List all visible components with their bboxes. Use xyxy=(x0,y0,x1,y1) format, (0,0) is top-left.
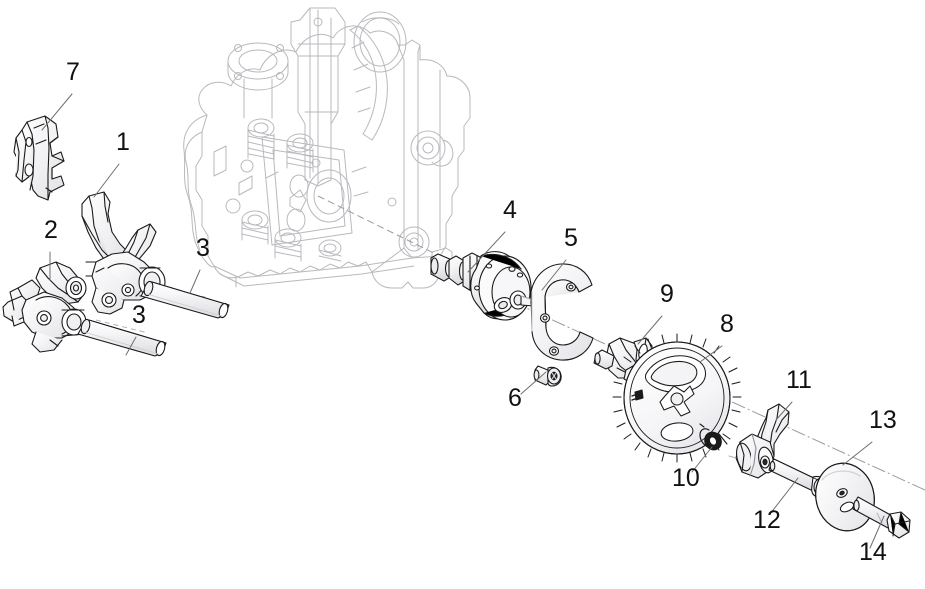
part-7-rocker-arm-bracket[interactable] xyxy=(13,115,65,201)
part-4-camshaft[interactable] xyxy=(430,251,541,321)
part-6-plate-screw[interactable] xyxy=(533,365,562,387)
leader-5 xyxy=(541,259,567,291)
callout-label-7[interactable]: 7 xyxy=(66,58,80,86)
callout-label-4[interactable]: 4 xyxy=(503,196,517,224)
part-2-rocker-arm-exhaust[interactable] xyxy=(2,261,87,353)
callout-label-12[interactable]: 12 xyxy=(753,506,781,534)
callout-label-5[interactable]: 5 xyxy=(564,224,578,252)
leader-lines xyxy=(41,93,885,549)
leader-12 xyxy=(769,477,799,515)
callout-label-2[interactable]: 2 xyxy=(44,216,58,244)
callout-label-1[interactable]: 1 xyxy=(116,128,130,156)
callout-label-6[interactable]: 6 xyxy=(508,384,522,412)
part-14-cover-plate-bolt[interactable] xyxy=(852,496,911,539)
callout-label-3-lower[interactable]: 3 xyxy=(132,301,146,329)
part-13-cover-plate[interactable] xyxy=(809,457,882,537)
leader-4 xyxy=(467,231,506,273)
leader-3b xyxy=(125,336,137,356)
part-10-decompressor-spring[interactable] xyxy=(699,423,728,453)
part-3-support-rod-lower[interactable] xyxy=(77,318,167,357)
ghost-cylinder-head xyxy=(183,7,471,289)
leader-3a xyxy=(189,269,201,294)
leader-1 xyxy=(93,163,120,198)
leader-9 xyxy=(637,315,663,345)
leader-10 xyxy=(691,446,713,473)
leader-13 xyxy=(842,441,873,466)
callout-label-11[interactable]: 11 xyxy=(786,366,812,394)
part-3-support-rod-upper[interactable] xyxy=(140,280,230,319)
leader-6 xyxy=(520,371,547,395)
callout-label-9[interactable]: 9 xyxy=(660,280,674,308)
leader-8 xyxy=(699,345,723,363)
callout-label-13[interactable]: 13 xyxy=(869,406,897,434)
leader-11 xyxy=(775,401,793,421)
leader-7 xyxy=(41,93,73,131)
callout-label-14[interactable]: 14 xyxy=(859,538,887,566)
callout-label-8[interactable]: 8 xyxy=(720,310,734,338)
callout-label-10[interactable]: 10 xyxy=(672,464,700,492)
part-5-camshaft-retaining-plate[interactable] xyxy=(530,263,594,361)
part-1-rocker-arm-intake[interactable] xyxy=(81,191,166,315)
leader-14 xyxy=(869,515,885,549)
callout-label-3-upper[interactable]: 3 xyxy=(196,234,210,262)
ghost-centerline xyxy=(317,195,453,263)
